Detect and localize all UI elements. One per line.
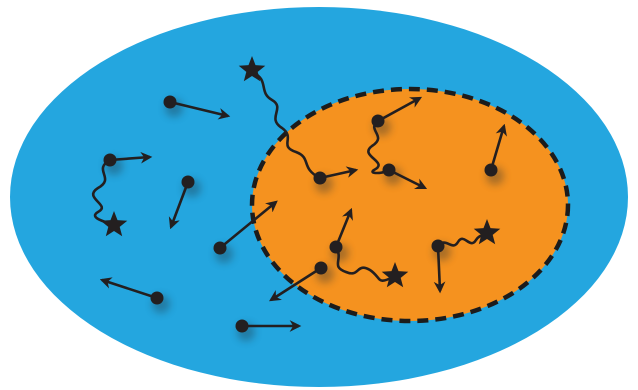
velocity-arrow: [388, 168, 428, 190]
particle-dot: [235, 319, 249, 333]
velocity-arrow: [109, 151, 153, 164]
particle-dot: [314, 261, 328, 275]
velocity-arrow: [99, 277, 158, 300]
velocity-arrow: [433, 245, 446, 294]
velocity-arrow: [269, 266, 322, 302]
particle-dot: [431, 239, 445, 253]
star-markers: [100, 56, 501, 288]
wavy-trajectory: [334, 245, 397, 282]
particle-dot: [382, 163, 396, 177]
particle-dot: [484, 163, 498, 177]
wavy-trajectory: [367, 119, 391, 175]
velocity-arrow: [219, 200, 278, 250]
star-icon: [100, 211, 128, 237]
particle-dot: [313, 171, 327, 185]
velocity-arrow: [334, 207, 353, 248]
wavy-trajectory: [250, 70, 322, 180]
velocity-arrow: [489, 123, 507, 171]
particle-dot: [163, 95, 177, 109]
velocity-arrow: [168, 181, 190, 230]
wavy-paths: [91, 70, 489, 282]
particle-dot: [150, 291, 164, 305]
star-icon: [473, 219, 501, 245]
particle-dot: [103, 153, 117, 167]
particle-dot: [329, 240, 343, 254]
velocity-arrows: [99, 96, 507, 332]
particle-dot: [371, 114, 385, 128]
star-icon: [238, 56, 266, 82]
inner-region: [249, 86, 571, 324]
velocity-arrow: [169, 100, 231, 120]
wavy-trajectory: [91, 158, 116, 227]
particle-dot: [181, 175, 195, 189]
particles: [103, 95, 498, 333]
velocity-arrow: [377, 96, 423, 123]
star-icon: [381, 262, 409, 288]
particle-dot: [213, 241, 227, 255]
